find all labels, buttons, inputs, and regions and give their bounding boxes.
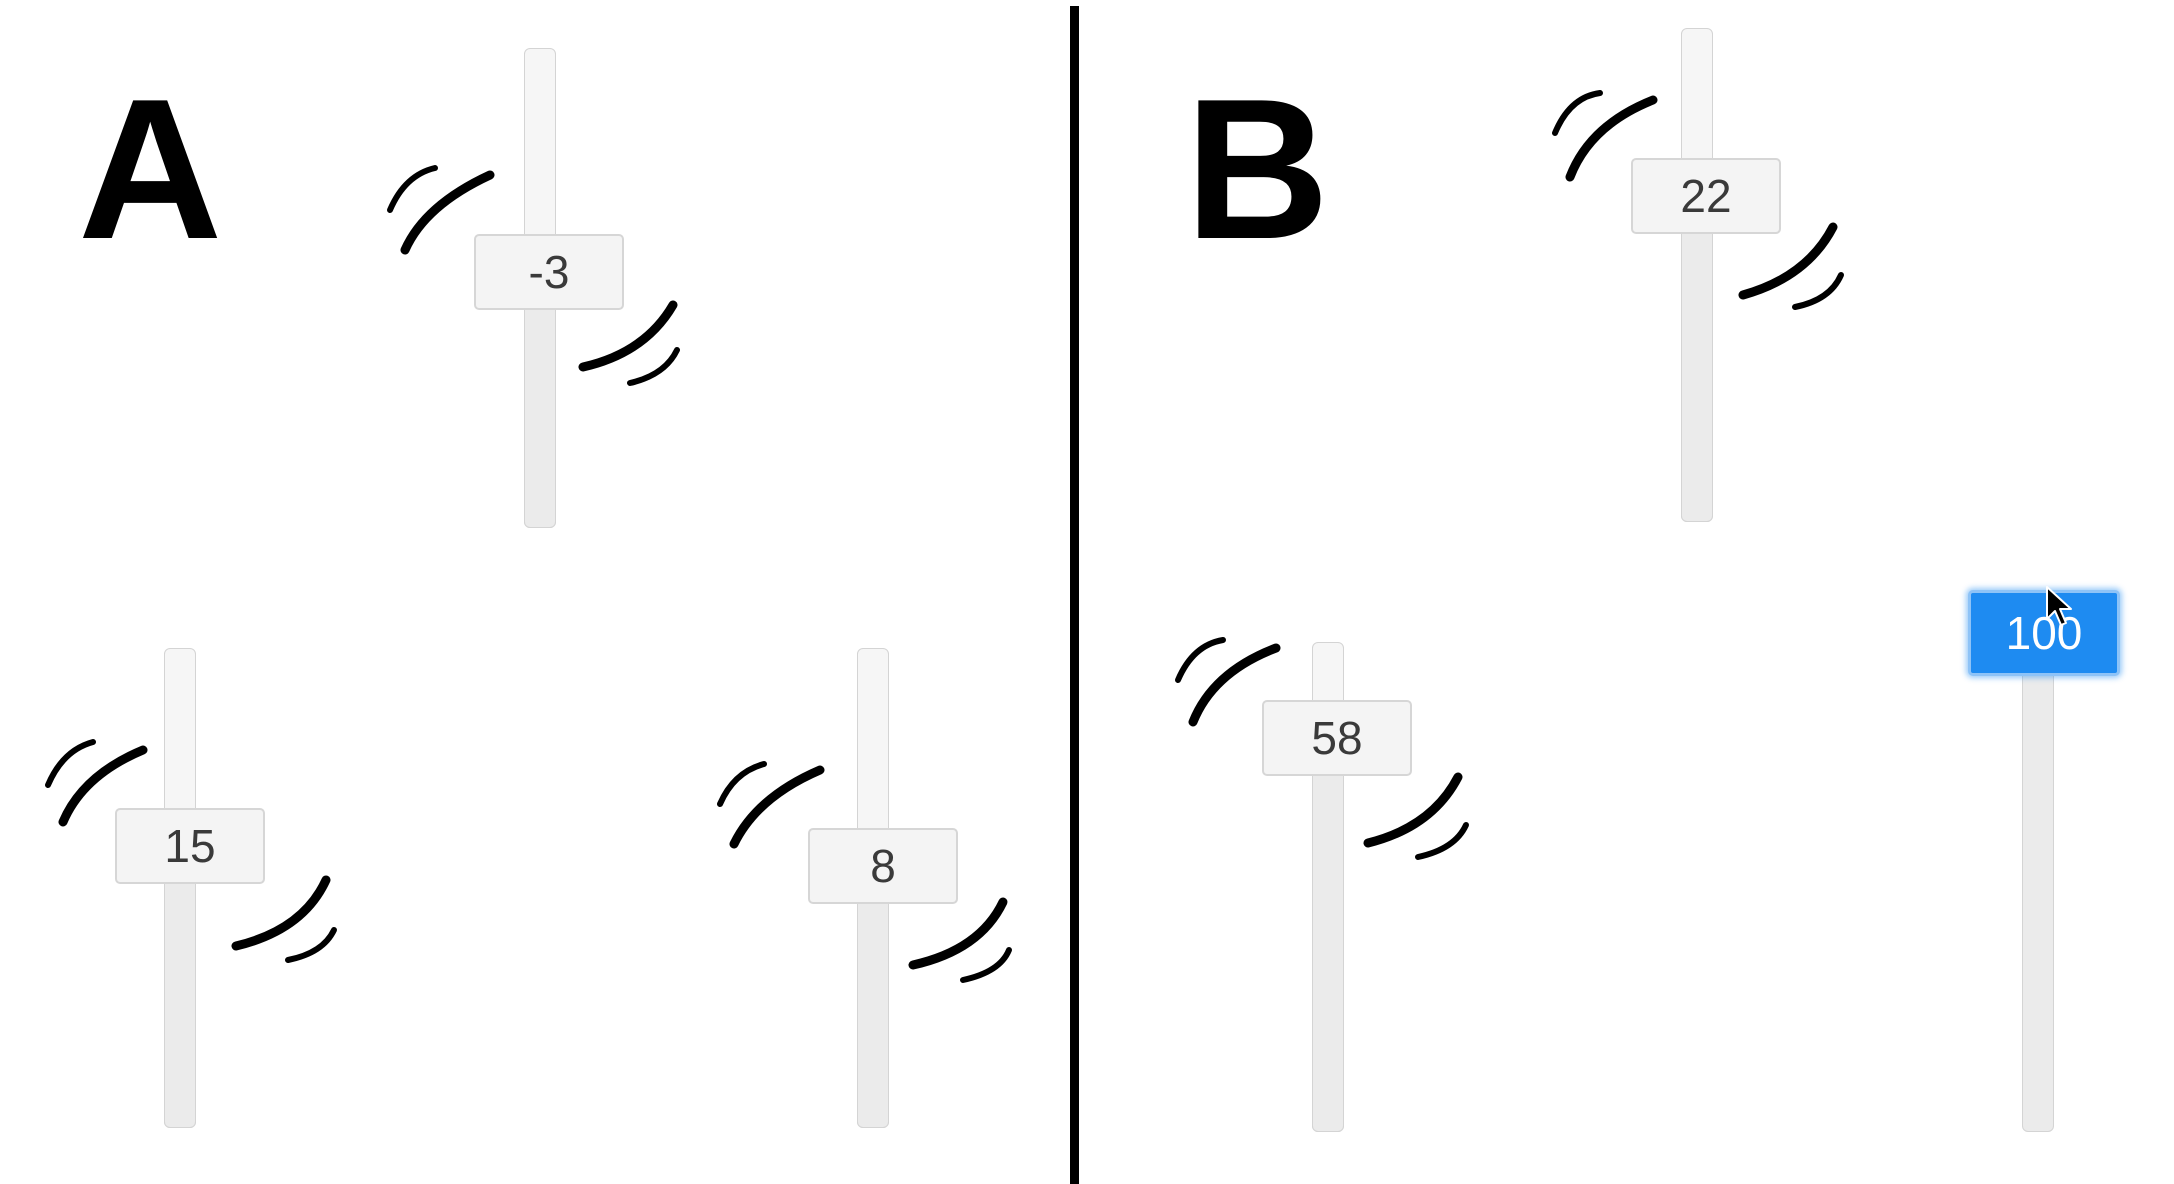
slider-thumb[interactable]: -3 [474,234,624,310]
motion-arc-icon [578,300,680,386]
slider-track-fill [524,300,556,528]
slider-thumb[interactable]: 58 [1262,700,1412,776]
slider-track-fill[interactable] [2022,640,2054,1132]
motion-arc-icon [908,897,1012,983]
motion-arc-icon [45,739,148,827]
slider-track-fill [164,870,196,1128]
panel-label-a: A [78,58,223,281]
motion-arc-icon [1363,772,1469,860]
motion-arc-icon [231,875,337,963]
slider-thumb[interactable]: 15 [115,808,265,884]
mouse-pointer-icon [2046,586,2072,626]
slider-track-fill [1312,760,1344,1132]
slider-thumb[interactable]: 22 [1631,158,1781,234]
slider-thumb[interactable]: 8 [808,828,958,904]
motion-arc-icon [717,761,825,849]
motion-arc-icon [1175,637,1281,727]
motion-arc-icon [1552,90,1658,182]
panel-divider [1070,6,1079,1184]
motion-arc-icon [387,165,495,255]
slider-track-fill [1681,225,1713,522]
slider-track-fill [857,890,889,1128]
slider-thumb-active[interactable]: 100 [1968,590,2120,676]
motion-arc-icon [1738,222,1844,310]
panel-label-b: B [1185,58,1330,281]
